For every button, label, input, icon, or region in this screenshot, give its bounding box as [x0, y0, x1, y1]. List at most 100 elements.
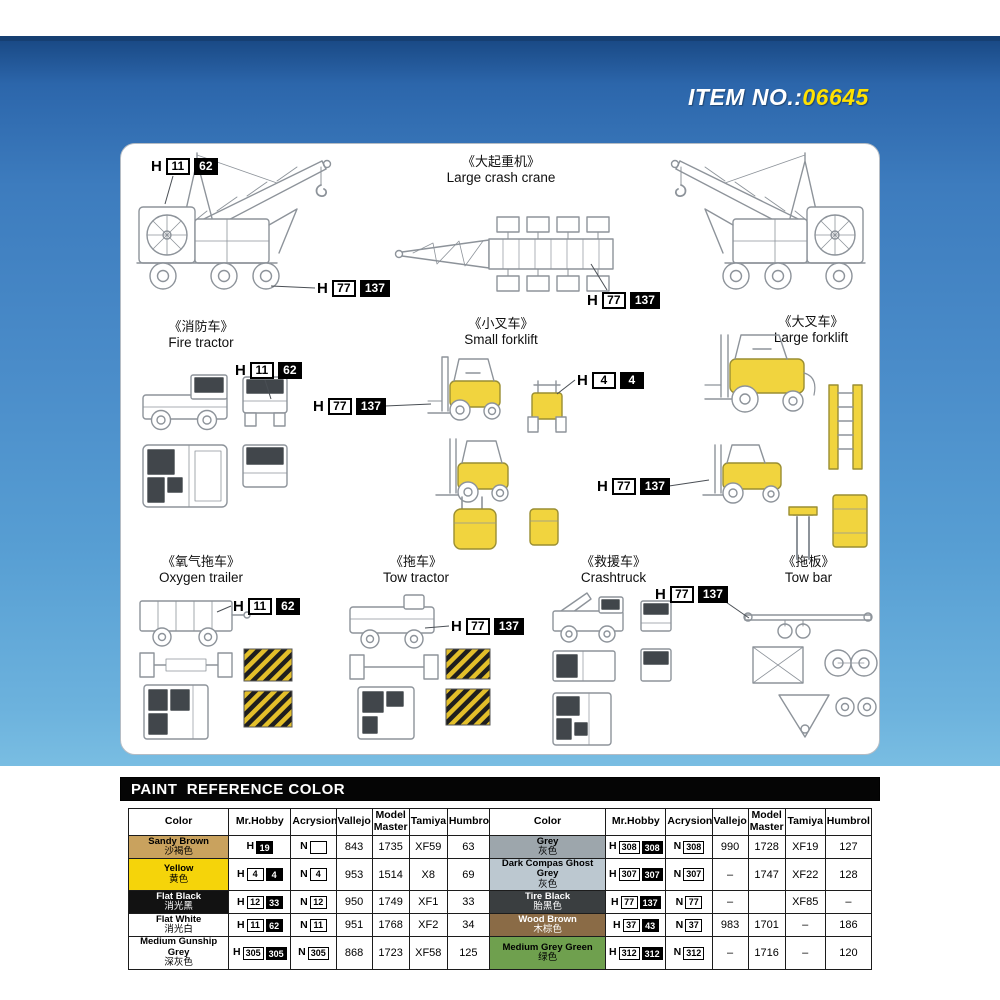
callout-white-box: 77 — [327, 398, 352, 415]
code-prefix: H — [611, 895, 619, 908]
callout-white-box: 77 — [611, 478, 636, 495]
model-master-cell: 1701 — [747, 913, 786, 938]
tamiya-cell: XF59 — [408, 835, 448, 859]
code-white-box: 312 — [683, 946, 705, 960]
color-name-cn: 深灰色 — [164, 957, 193, 969]
color-name-cn: 绿色 — [538, 951, 558, 963]
diagram-panel: 《大起重机》 Large crash crane 《消防车》 Fire trac… — [120, 143, 880, 755]
code-prefix: H — [233, 946, 241, 959]
vallejo-cell: 953 — [335, 857, 373, 892]
fire-tractor-label-en: Fire tractor — [168, 335, 234, 351]
code-prefix: N — [675, 918, 684, 931]
callout-black-box: 137 — [493, 618, 524, 635]
tamiya-cell: XF85 — [784, 890, 826, 915]
section-label-tow-bar: 《拖板》 Tow bar — [741, 554, 876, 587]
model-master-cell: 1723 — [371, 936, 410, 970]
column-header: Acrysion — [290, 808, 337, 836]
callout-white-box: 77 — [669, 586, 694, 603]
column-header: Tamiya — [408, 808, 448, 836]
callout-white-box: 4 — [591, 372, 616, 389]
code-white-box: 37 — [685, 918, 703, 932]
section-label-oxygen-trailer: 《氧气拖车》 Oxygen trailer — [126, 554, 276, 587]
column-header: Mr.Hobby — [605, 808, 667, 836]
column-header: Model Master — [747, 808, 786, 836]
code-prefix: H — [237, 918, 245, 931]
model-master-cell: 1768 — [371, 913, 410, 938]
humbrol-cell: 120 — [824, 936, 873, 970]
model-master-cell: 1716 — [747, 936, 786, 970]
callout-prefix: H — [655, 586, 666, 603]
callout-prefix: H — [597, 478, 608, 495]
large-forklift-illustration — [702, 334, 868, 560]
crashtruck-label-en: Crashtruck — [580, 570, 647, 586]
callout-prefix: H — [151, 158, 162, 175]
humbrol-cell: – — [824, 890, 873, 915]
color-name-en: Grey — [536, 835, 559, 847]
color-name-en: Medium Grey Green — [502, 941, 593, 953]
item-number-value: 06645 — [802, 84, 869, 110]
code-white-box: 307 — [618, 868, 640, 882]
callout-white-box: 11 — [165, 158, 190, 175]
model-master-cell: 1728 — [747, 835, 786, 859]
crashtruck-illustration — [552, 592, 672, 746]
code-prefix: N — [673, 946, 682, 959]
column-header: Humbrol — [446, 808, 490, 836]
code-white-box: 312 — [618, 946, 640, 960]
vallejo-cell: 950 — [335, 890, 373, 915]
tamiya-cell: – — [784, 936, 826, 970]
vallejo-cell: 951 — [335, 913, 373, 938]
code-white-box: 308 — [618, 840, 640, 854]
code-black-box: 4 — [265, 868, 283, 882]
column-header: Vallejo — [335, 808, 373, 836]
code-white-box: 11 — [246, 918, 264, 932]
tamiya-cell: – — [784, 913, 826, 938]
crash-crane-side-left-illustration — [136, 152, 332, 290]
crash-crane-label-en: Large crash crane — [446, 170, 556, 186]
humbrol-cell: 127 — [824, 835, 873, 859]
section-label-crash-crane: 《大起重机》 Large crash crane — [421, 154, 581, 187]
code-prefix: H — [608, 868, 617, 881]
callout-prefix: H — [313, 398, 324, 415]
large-forklift-label-cn: 《大叉车》 — [778, 314, 844, 329]
callout-white-box: 77 — [601, 292, 626, 309]
callout-white-box: 77 — [465, 618, 490, 635]
small-forklift-label-en: Small forklift — [464, 332, 538, 348]
vallejo-cell: 868 — [335, 936, 373, 970]
model-master-cell: 1514 — [371, 857, 410, 892]
color-name-cn: 沙褐色 — [164, 846, 193, 857]
color-name-en: Flat White — [155, 913, 202, 925]
code-prefix: N — [673, 840, 682, 853]
color-name-en: Yellow — [163, 863, 194, 875]
